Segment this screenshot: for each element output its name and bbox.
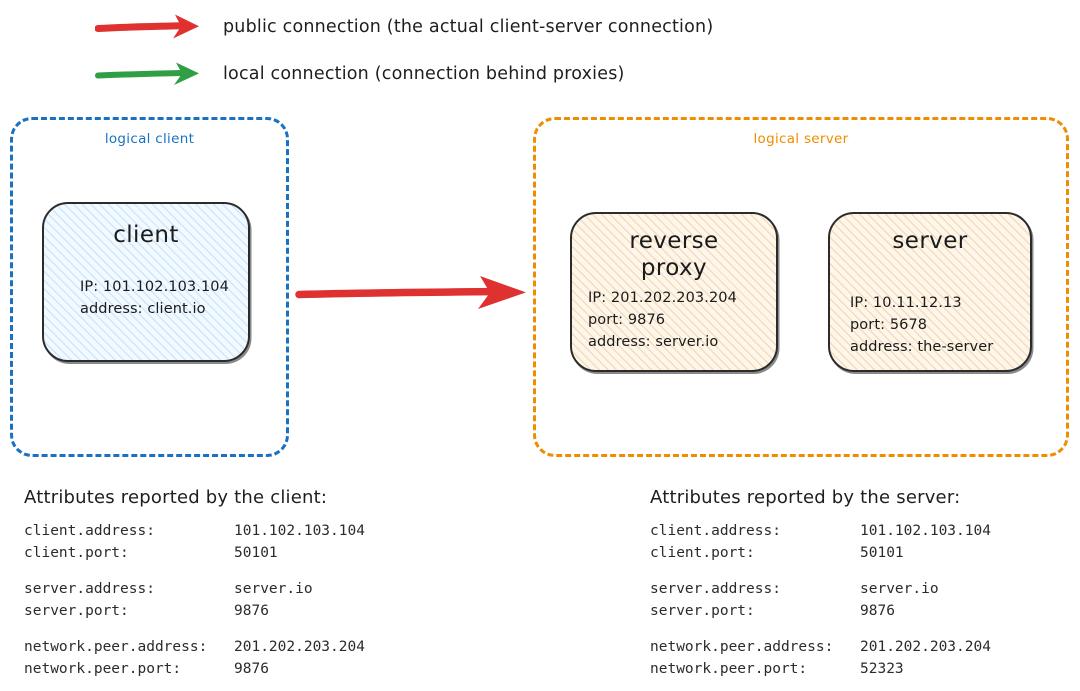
logical-client-container: logical client (10, 117, 289, 457)
table-row: client.address: 101.102.103.104 (24, 520, 365, 542)
attribute-key: network.peer.port: (650, 661, 808, 678)
client-attributes-table: client.address: 101.102.103.104 client.por… (24, 520, 365, 680)
attribute-key: server.port: (650, 603, 755, 620)
server-attributes-block: Attributes reported by the server: clien… (650, 487, 991, 680)
attribute-key: network.peer.address: (24, 639, 208, 656)
table-row: network.peer.address: 201.202.203.204 (650, 636, 991, 658)
node-client-title: client (113, 222, 179, 248)
server-attributes-table: client.address: 101.102.103.104 client.por… (650, 520, 991, 680)
attribute-key: server.address: (24, 581, 155, 598)
attribute-value: 9876 (234, 661, 269, 678)
table-row: client.address: 101.102.103.104 (650, 520, 991, 542)
table-row: client.port: 50101 (650, 542, 991, 564)
attribute-key: network.peer.port: (24, 661, 182, 678)
attribute-key: server.port: (24, 603, 129, 620)
attribute-key: server.address: (650, 581, 781, 598)
table-row: server.port: 9876 (24, 600, 365, 622)
attribute-value: 52323 (860, 661, 904, 678)
table-row: server.address: server.io (24, 578, 365, 600)
node-reverse-proxy-title: reverse proxy (629, 228, 719, 282)
attribute-value: 101.102.103.104 (860, 523, 991, 539)
table-row: network.peer.port: 9876 (24, 658, 365, 680)
legend-label-local-connection: local connection (connection behind prox… (223, 64, 625, 84)
legend-item-public-connection: public connection (the actual client-ser… (95, 11, 713, 43)
node-server-details: IP: 10.11.12.13 port: 5678 address: the-… (850, 295, 994, 355)
logical-server-container: logical server (533, 117, 1069, 457)
node-server-title: server (892, 228, 968, 254)
logical-server-label: logical server (753, 131, 849, 147)
node-reverse-proxy-details: IP: 201.202.203.204 port: 9876 address: … (588, 290, 737, 350)
red-arrow-icon (95, 14, 199, 39)
public-connection-arrow (295, 276, 526, 309)
attribute-key: network.peer.address: (650, 639, 834, 656)
table-row: server.port: 9876 (650, 600, 991, 622)
table-row: network.peer.address: 201.202.203.204 (24, 636, 365, 658)
attribute-value: 50101 (860, 545, 904, 562)
node-server: server IP: 10.11.12.13 port: 5678 addres… (828, 212, 1032, 372)
attribute-value: server.io (860, 581, 939, 598)
attribute-value: server.io (234, 581, 313, 598)
attribute-key: client.port: (24, 545, 129, 562)
table-row: network.peer.port: 52323 (650, 658, 991, 680)
table-row-spacer (24, 564, 365, 578)
legend-item-local-connection: local connection (connection behind prox… (95, 58, 625, 90)
attribute-value: 50101 (234, 545, 278, 562)
attribute-value: 201.202.203.204 (860, 639, 991, 656)
client-attributes-heading: Attributes reported by the client: (24, 487, 328, 508)
client-attributes-block: Attributes reported by the client: clien… (24, 487, 365, 680)
legend-label-public-connection: public connection (the actual client-ser… (223, 17, 714, 37)
attribute-value: 9876 (234, 603, 269, 620)
server-attributes-heading: Attributes reported by the server: (650, 487, 961, 508)
table-row: server.address: server.io (650, 578, 991, 600)
attribute-key: client.address: (650, 523, 781, 539)
attribute-key: client.port: (650, 545, 755, 562)
table-row-spacer (24, 622, 365, 636)
table-row-spacer (650, 622, 991, 636)
attribute-value: 9876 (860, 603, 895, 620)
attribute-value: 201.202.203.204 (234, 639, 365, 656)
attribute-value: 101.102.103.104 (234, 523, 365, 539)
logical-client-label: logical client (104, 131, 195, 147)
node-reverse-proxy: reverse proxy IP: 201.202.203.204 port: … (570, 212, 778, 372)
node-client-details: IP: 101.102.103.104 address: client.io (80, 279, 229, 317)
table-row: client.port: 50101 (24, 542, 365, 564)
green-arrow-icon (95, 62, 199, 85)
table-row-spacer (650, 564, 991, 578)
node-client: client IP: 101.102.103.104 address: clie… (42, 202, 250, 362)
attribute-key: client.address: (24, 523, 155, 539)
